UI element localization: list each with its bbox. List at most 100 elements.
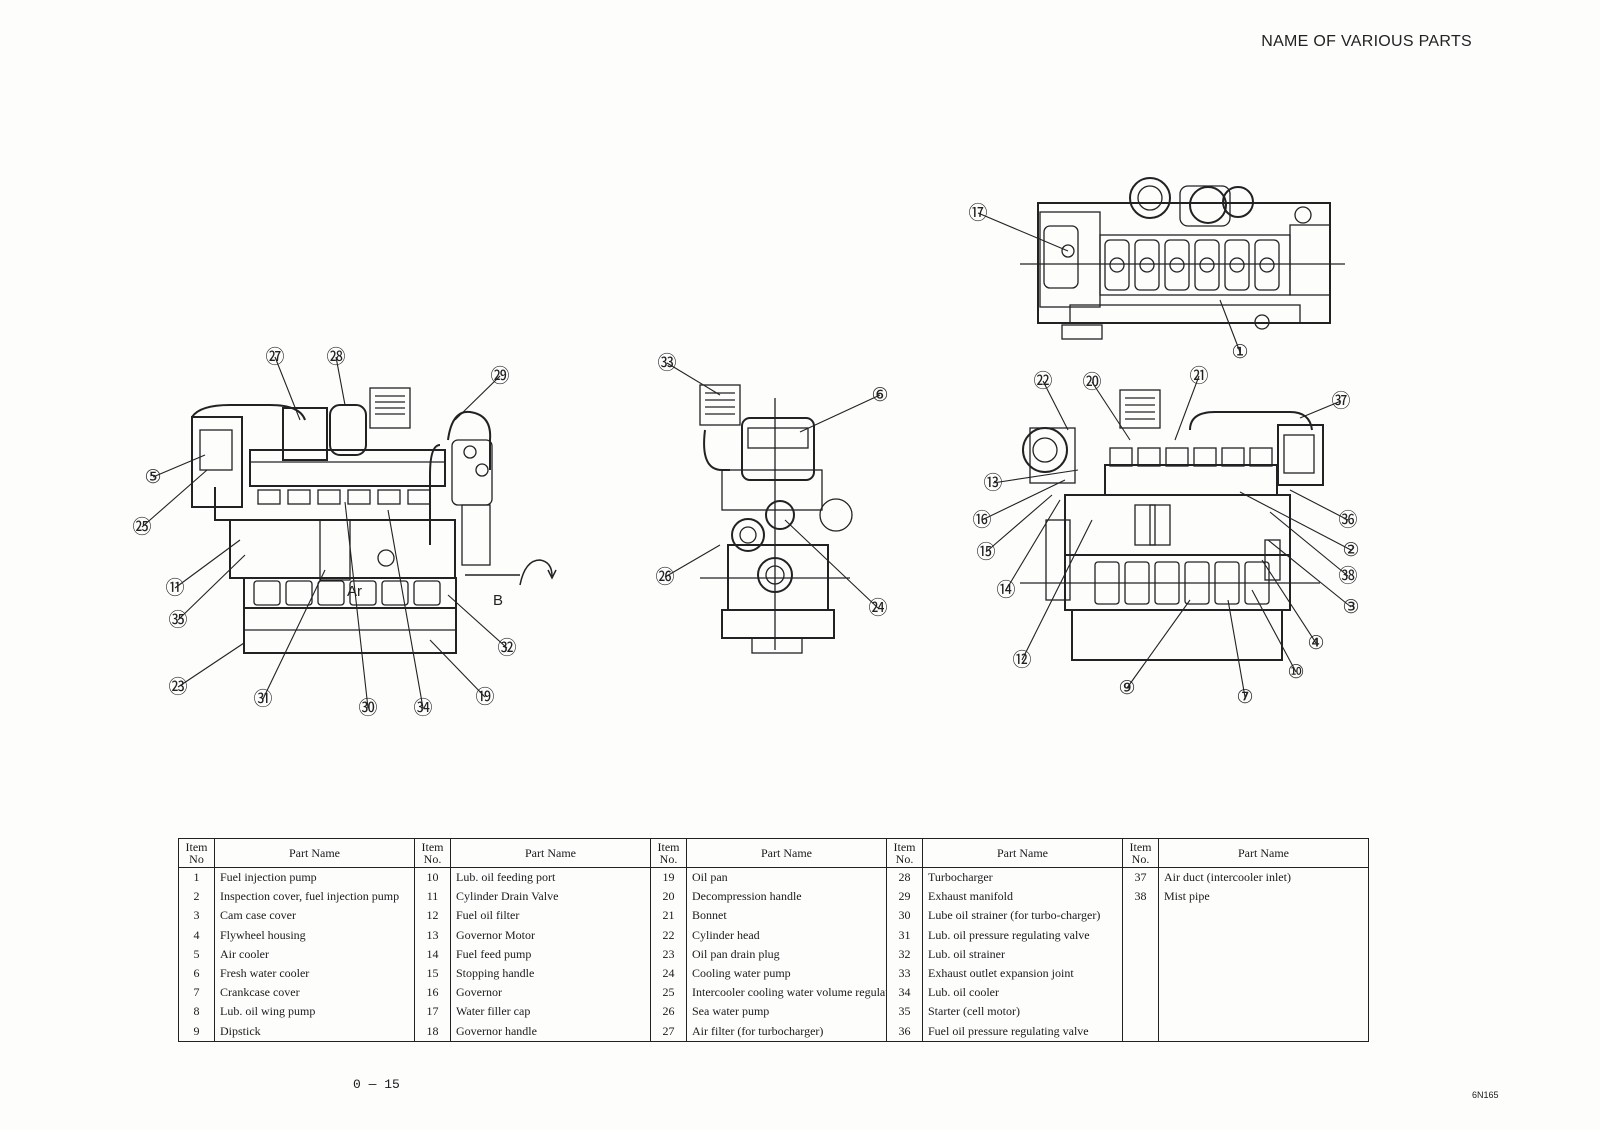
item-number-cell: 19	[650, 867, 687, 888]
part-name-cell: Fuel oil pressure regulating valve	[922, 1021, 1123, 1042]
callout-marker: ㉕	[132, 516, 151, 538]
parts-table: Item No Part Name Item No. Part Name Ite…	[178, 838, 1369, 1042]
callout-marker: ㉓	[168, 676, 187, 698]
item-number-cell: 4	[178, 925, 215, 945]
callout-marker: ①	[1231, 341, 1248, 363]
callout-leader-line	[454, 375, 501, 421]
item-number-cell: 15	[414, 963, 451, 984]
item-number-cell: 33	[886, 963, 923, 984]
part-name-cell	[1158, 963, 1369, 984]
part-name-cell: Fresh water cooler	[214, 963, 415, 984]
callout-number: ⑲	[475, 686, 494, 708]
item-number-cell: 10	[414, 867, 451, 888]
view-label: B	[493, 592, 503, 609]
item-number-cell: 3	[178, 906, 215, 926]
callout-number: ③	[1342, 596, 1359, 618]
header-part-name: Part Name	[1158, 838, 1369, 868]
part-name-cell: Intercooler cooling water volume regulat…	[686, 983, 887, 1003]
item-number-cell: 32	[886, 944, 923, 964]
part-name-cell: Oil pan drain plug	[686, 944, 887, 964]
callout-number: ⑪	[165, 577, 184, 599]
table-header-row: Item No Part Name Item No. Part Name Ite…	[178, 838, 1369, 868]
callout-marker: ㉙	[490, 365, 509, 387]
part-name-cell: Cam case cover	[214, 906, 415, 926]
item-number-cell	[1122, 944, 1159, 964]
header-part-name: Part Name	[922, 838, 1123, 868]
part-name-cell: Starter (cell motor)	[922, 1002, 1123, 1022]
callout-marker: ㉑	[1189, 365, 1208, 387]
callout-number: ⑤	[144, 466, 161, 488]
item-number-cell: 13	[414, 925, 451, 945]
callout-number: ⑳	[1082, 371, 1101, 393]
item-number-cell: 36	[886, 1021, 923, 1042]
view-direction-arrow-icon	[465, 559, 557, 586]
part-name-cell: Flywheel housing	[214, 925, 415, 945]
callout-leader-line	[1126, 599, 1191, 689]
part-name-cell: Lub. oil pressure regulating valve	[922, 925, 1123, 945]
item-number-cell	[1122, 925, 1159, 945]
callout-marker: ⑯	[972, 509, 991, 531]
callout-marker: ㉝	[657, 352, 676, 374]
item-number-cell: 8	[178, 1002, 215, 1022]
part-name-cell	[1158, 1002, 1369, 1022]
part-name-cell: Fuel feed pump	[450, 944, 651, 964]
item-number-cell: 14	[414, 944, 451, 964]
callout-marker: ㉔	[868, 597, 887, 619]
callout-number: ⑫	[1012, 649, 1031, 671]
callout-marker: ⑲	[475, 686, 494, 708]
item-number-cell: 35	[886, 1002, 923, 1022]
callout-leader-line	[799, 394, 881, 433]
callout-marker: ㊲	[1331, 390, 1350, 412]
callout-number: ②	[1342, 539, 1359, 561]
part-name-cell: Exhaust manifold	[922, 887, 1123, 907]
item-number-cell: 34	[886, 983, 923, 1003]
callout-leader-line	[1239, 491, 1352, 551]
callout-number: ㊳	[1338, 565, 1357, 587]
callout-marker: ㉛	[253, 688, 272, 710]
callout-leader-line	[664, 544, 721, 578]
callout-leader-line	[1227, 599, 1246, 698]
item-number-cell: 11	[414, 887, 451, 907]
callout-number: ⑬	[983, 472, 1002, 494]
callout-marker: ⑫	[1012, 649, 1031, 671]
part-name-cell: Sea water pump	[686, 1002, 887, 1022]
callout-marker: ⑤	[144, 466, 161, 488]
item-number-cell	[1122, 983, 1159, 1003]
header-item-no: Item No.	[1122, 838, 1159, 868]
callout-leader-line	[992, 469, 1079, 484]
part-name-cell: Cylinder Drain Valve	[450, 887, 651, 907]
item-number-cell: 7	[178, 983, 215, 1003]
callout-marker: ㉖	[655, 566, 674, 588]
callout-leader-line	[177, 642, 245, 688]
item-number-cell	[1122, 906, 1159, 926]
callout-number: ㉜	[497, 637, 516, 659]
callout-number: ④	[1307, 632, 1324, 654]
callout-marker: ③	[1342, 596, 1359, 618]
item-number-cell: 23	[650, 944, 687, 964]
callout-marker: ⑬	[983, 472, 1002, 494]
part-name-cell: Lub. oil cooler	[922, 983, 1123, 1003]
item-number-cell	[1122, 963, 1159, 984]
part-name-cell: Turbocharger	[922, 867, 1123, 888]
part-name-cell: Bonnet	[686, 906, 887, 926]
part-name-cell: Lube oil strainer (for turbo-charger)	[922, 906, 1123, 926]
callout-leader-line	[1174, 375, 1200, 441]
engine-diagram: Ar	[132, 177, 1360, 719]
item-number-cell: 20	[650, 887, 687, 907]
part-name-cell: Lub. oil strainer	[922, 944, 1123, 964]
item-number-cell: 37	[1122, 867, 1159, 888]
engine-front-view	[699, 384, 853, 654]
callout-number: ⑯	[972, 509, 991, 531]
callout-leader-line	[1269, 511, 1349, 577]
part-name-cell: Mist pipe	[1158, 887, 1369, 907]
callout-leader-line	[666, 362, 721, 396]
header-item-no: Item No	[178, 838, 215, 868]
callout-number: ㊲	[1331, 390, 1350, 412]
callout-leader-line	[141, 469, 208, 528]
item-number-cell: 12	[414, 906, 451, 926]
callout-leader-line	[1042, 380, 1069, 431]
